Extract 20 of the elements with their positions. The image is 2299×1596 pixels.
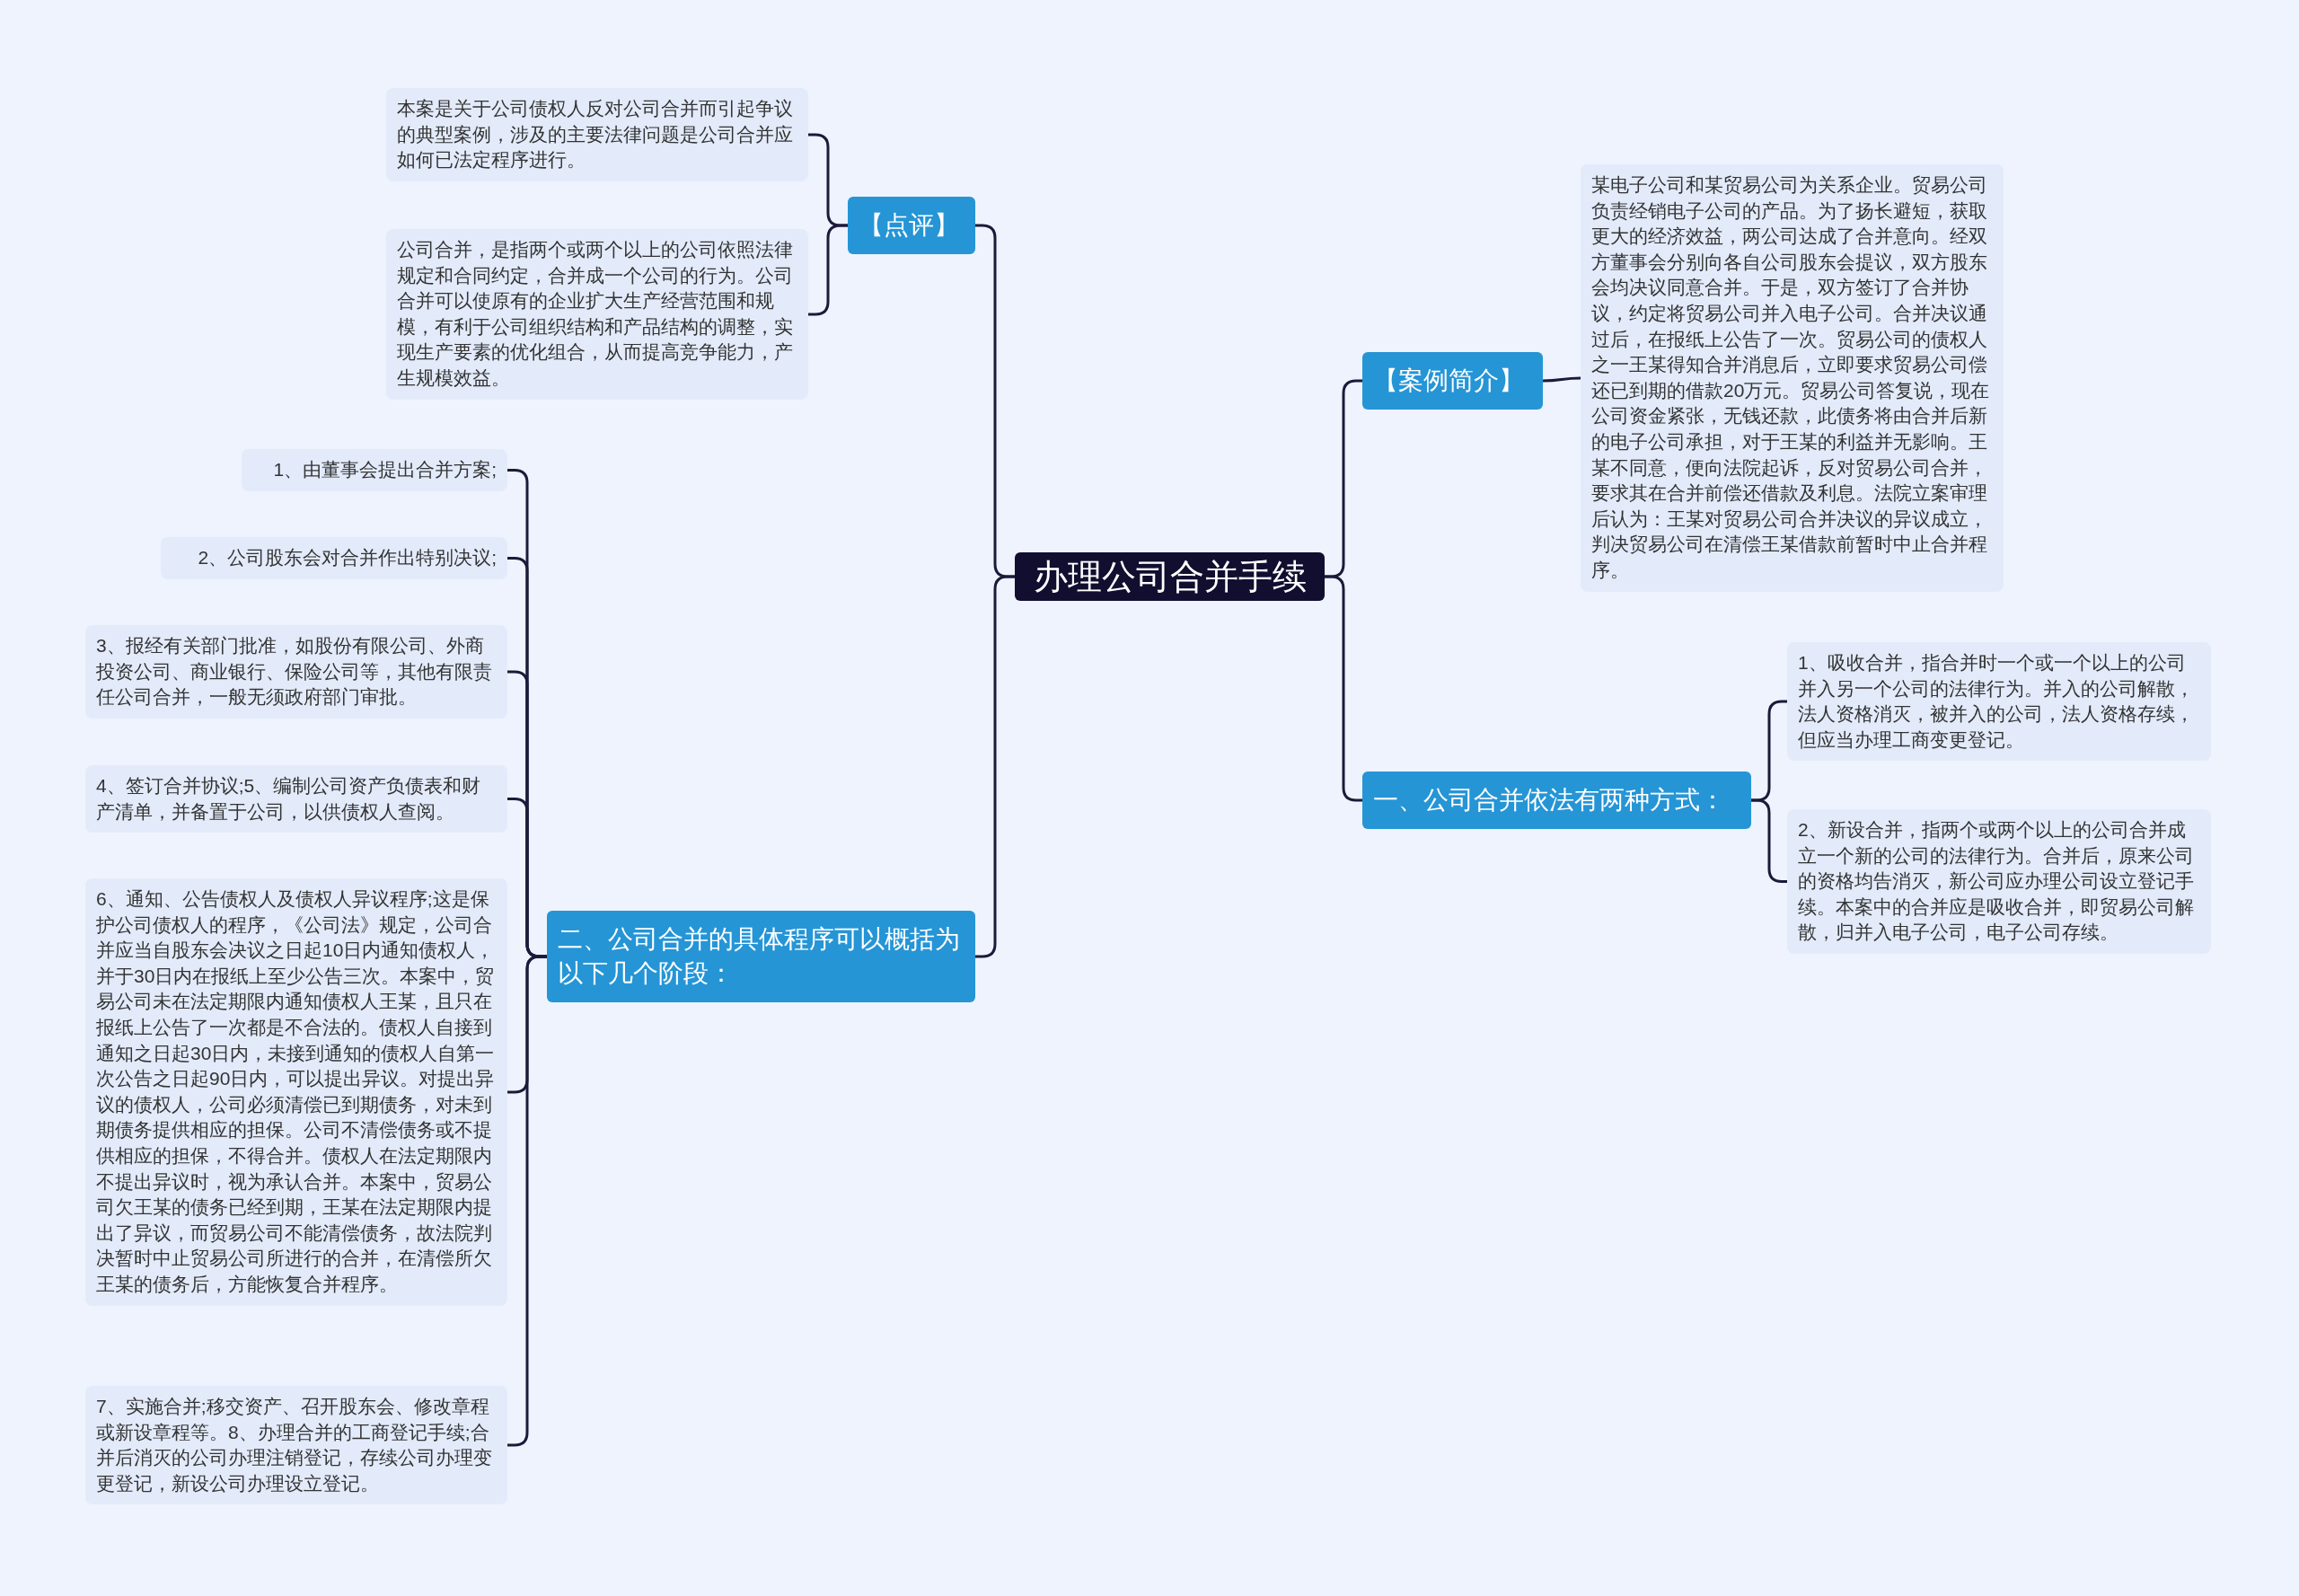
note-card: 公司合并，是指两个或两个以上的公司依照法律规定和合同约定，合并成一个公司的行为。公司合并可以使原有的企业扩大生产经营范围和规模，有利于公司组织结构和产品结构的调整，实现生产要素的优化组合，从而提高竞争能力，产生规模效益。	[386, 229, 808, 400]
note-card: 某电子公司和某贸易公司为关系企业。贸易公司负责经销电子公司的产品。为了扬长避短，获取更大的经济效益，两公司达成了合并意向。经双方董事会分别向各自公司股东会提议，双方股东会均决议同意合并。于是，双方签订了合并协议，约定将贸易公司并入电子公司。合并决议通过后，在报纸上公告了一次。贸易公司的债权人之一王某得知合并消息后，立即要求贸易公司偿还已到期的借款20万元。贸易公司答复说，现在公司资金紧张，无钱还款，此债务将由合并后新的电子公司承担，对于王某的利益并无影响。王某不同意，便向法院起诉，反对贸易公司合并，要求其在合并前偿还借款及利息。法院立案审理后认为：王某对贸易公司合并决议的异议成立，判决贸易公司在清偿王某借款前暂时中止合并程序。	[1581, 164, 2004, 592]
connector	[1325, 575, 1362, 802]
note-card: 1、由董事会提出合并方案;	[242, 449, 507, 491]
connector	[808, 224, 848, 316]
root-topic: 办理公司合并手续	[1015, 552, 1325, 601]
branch-topic: 【案例简介】	[1362, 352, 1543, 410]
branch-topic: 二、公司合并的具体程序可以概括为以下几个阶段：	[547, 911, 975, 1002]
note-card: 2、新设合并，指两个或两个以上的公司合并成立一个新的公司的法律行为。合并后，原来公司的资格均告消灭，新公司应办理公司设立登记手续。本案中的合并应是吸收合并，即贸易公司解散，归并入电子公司，电子公司存续。	[1787, 809, 2211, 954]
branch-topic: 一、公司合并依法有两种方式：	[1362, 772, 1751, 829]
branch-topic: 【点评】	[848, 197, 975, 254]
note-card: 本案是关于公司债权人反对公司合并而引起争议的典型案例，涉及的主要法律问题是公司合并应如何已法定程序进行。	[386, 88, 808, 181]
note-card: 4、签订合并协议;5、编制公司资产负债表和财产清单，并备置于公司，以供债权人查阅。	[85, 765, 507, 833]
note-card: 3、报经有关部门批准，如股份有限公司、外商投资公司、商业银行、保险公司等，其他有限责任公司合并，一般无须政府部门审批。	[85, 625, 507, 719]
connector	[1543, 376, 1581, 383]
note-card: 6、通知、公告债权人及债权人异议程序;这是保护公司债权人的程序，《公司法》规定，公司合并应当自股东会决议之日起10日内通知债权人，并于30日内在报纸上至少公告三次。本案中，贸易公司未在法定期限内通知债权人王某，且只在报纸上公告了一次都是不合法的。债权人自接到通知之日起30日内，未接到通知的债权人自第一次公告之日起90日内，可以提出异议。对提出异议的债权人，公司必须清偿已到期债务，对未到期债务提供相应的担保。公司不清偿债务或不提供相应的担保，不得合并。债权人在法定期限内不提出异议时，视为承认合并。本案中，贸易公司欠王某的债务已经到期，王某在法定期限内提出了异议，而贸易公司不能清偿债务，故法院判决暂时中止贸易公司所进行的合并，在清偿所欠王某的债务后，方能恢复合并程序。	[85, 878, 507, 1306]
note-card: 1、吸收合并，指合并时一个或一个以上的公司并入另一个公司的法律行为。并入的公司解散，法人资格消灭，被并入的公司，法人资格存续，但应当办理工商变更登记。	[1787, 642, 2211, 762]
connector	[975, 575, 1015, 958]
note-card: 2、公司股东会对合并作出特别决议;	[161, 537, 507, 579]
note-card: 7、实施合并;移交资产、召开股东会、修改章程或新设章程等。8、办理合并的工商登记手续;合并后消灭的公司办理注销登记，存续公司办理变更登记，新设公司办理设立登记。	[85, 1386, 507, 1505]
